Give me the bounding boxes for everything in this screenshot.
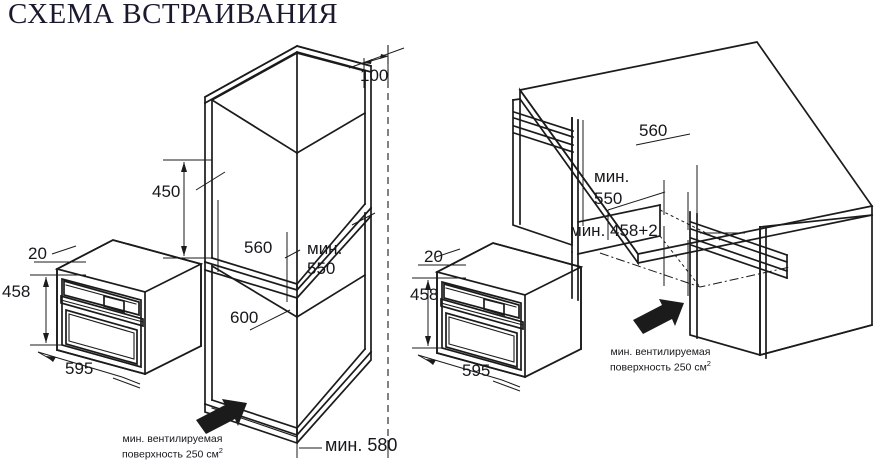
- right-vent-note-line2: поверхность 250 см: [610, 361, 707, 374]
- right-vent-note-sup: 2: [706, 359, 711, 369]
- right-dimensions: [412, 120, 745, 392]
- right-counter-min-depth-value-label: 550: [594, 189, 623, 208]
- right-counter-min-height-label: мин. 458+2: [570, 221, 658, 240]
- left-cabinet-min-overall-width-label: мин. 580: [325, 435, 398, 455]
- left-vent-note-line1: мин. вентилируемая: [122, 433, 223, 445]
- left-cabinet-width-label: 560: [244, 238, 273, 257]
- left-vent-note: мин. вентилируемая поверхность 250 см2: [122, 432, 223, 462]
- left-cabinet-upper-opening-height-label: 450: [152, 182, 181, 201]
- left-vent-arrow: [196, 399, 247, 434]
- left-appliance-width-label: 595: [65, 359, 94, 378]
- left-cabinet-top-clearance-label: 100: [360, 66, 389, 85]
- left-appliance-oven: [54, 239, 204, 376]
- right-vent-note: мин. вентилируемая поверхность 250 см2: [610, 345, 711, 375]
- right-appliance-oven: [434, 242, 584, 379]
- right-appliance-width-label: 595: [462, 361, 491, 380]
- page-title: СХЕМА ВСТРАИВАНИЯ: [8, 0, 339, 30]
- left-vent-note-line2: поверхность 250 см: [122, 448, 219, 461]
- left-cabinet-min-depth-prefix-label: мин.: [307, 239, 343, 258]
- right-appliance-top-gap-label: 20: [424, 247, 443, 266]
- left-dimensions: [30, 47, 405, 458]
- right-counter-min-depth-prefix-label: мин.: [594, 167, 630, 186]
- left-cabinet-min-depth-value-label: 550: [307, 259, 336, 278]
- right-appliance-height-label: 458: [410, 285, 439, 304]
- right-vent-arrow: [633, 299, 684, 334]
- left-appliance-top-gap-label: 20: [28, 244, 47, 263]
- left-vent-note-sup: 2: [218, 446, 223, 456]
- left-cabinet-column: [203, 44, 389, 452]
- right-counter-width-label: 560: [639, 121, 668, 140]
- right-vent-note-line1: мин. вентилируемая: [610, 346, 711, 358]
- right-counter-unit: [512, 41, 874, 359]
- left-appliance-height-label: 458: [2, 282, 31, 301]
- left-cabinet-lower-opening-height-label: 600: [230, 308, 259, 327]
